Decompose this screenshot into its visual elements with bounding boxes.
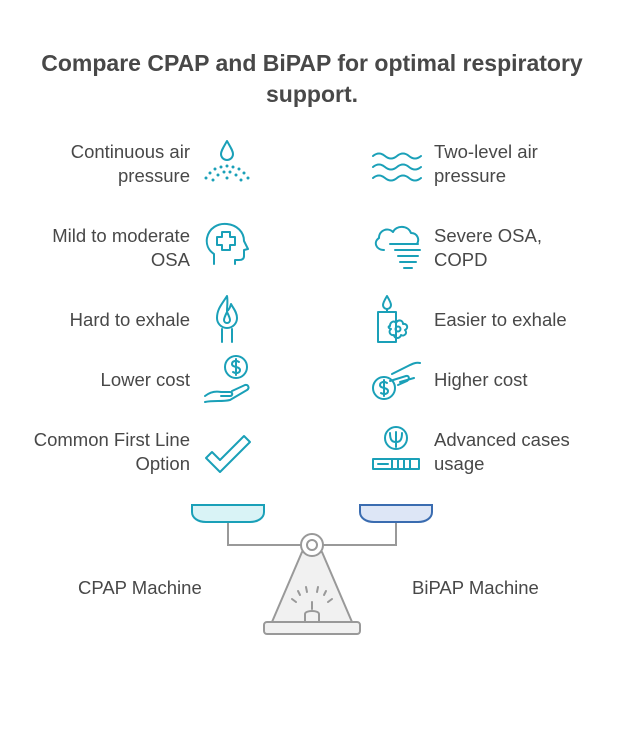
bipap-feature-exhale: Easier to exhale bbox=[434, 309, 567, 330]
waves-icon bbox=[370, 140, 424, 194]
bipap-feature-cost: Higher cost bbox=[434, 369, 528, 390]
scale-pivot-inner bbox=[306, 539, 318, 551]
scale-pivot bbox=[300, 533, 324, 557]
page-title: Compare CPAP and BiPAP for optimal respi… bbox=[41, 50, 583, 107]
hand-coin-icon bbox=[200, 352, 254, 406]
scale-gauge bbox=[291, 586, 333, 623]
cpap-pan bbox=[191, 504, 265, 523]
bipap-pan bbox=[359, 504, 433, 523]
cloud-wind-icon bbox=[370, 220, 424, 274]
checkmark-icon bbox=[200, 424, 254, 478]
droplet-spray-icon bbox=[200, 136, 254, 190]
cpap-feature-exhale: Hard to exhale bbox=[69, 309, 190, 330]
scale-foot bbox=[263, 621, 361, 635]
bipap-machine-label: BiPAP Machine bbox=[412, 577, 539, 598]
cpap-machine-label: CPAP Machine bbox=[78, 577, 202, 598]
balance-scale bbox=[191, 504, 433, 635]
candle-flower-icon bbox=[370, 292, 424, 346]
flame-torch-icon bbox=[200, 292, 254, 346]
psi-device-icon bbox=[370, 424, 424, 478]
cpap-feature-cost: Lower cost bbox=[100, 369, 190, 390]
bipap-feature-osa: Severe OSA,COPD bbox=[434, 225, 542, 270]
head-medical-cross-icon bbox=[200, 218, 254, 272]
coin-hand-icon bbox=[370, 352, 424, 406]
